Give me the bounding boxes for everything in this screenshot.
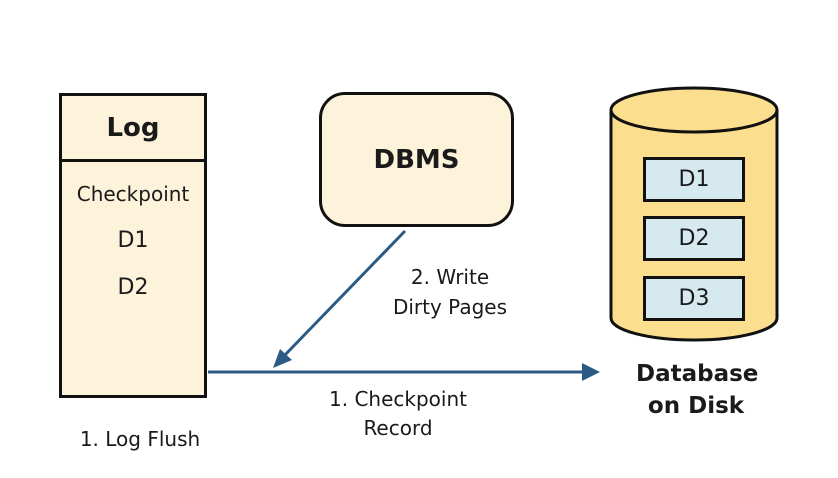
write-label-line2: Dirty Pages — [392, 295, 508, 319]
log-flush-caption: 1. Log Flush — [79, 427, 201, 451]
log-entry-checkpoint: Checkpoint — [76, 182, 190, 206]
db-page-d3: D3 — [643, 276, 745, 321]
checkpoint-arrow — [208, 363, 600, 381]
write-label-line1: 2. Write — [410, 265, 490, 289]
log-entry-d1: D1 — [117, 228, 149, 253]
log-title: Log — [62, 96, 204, 162]
log-box: Log Checkpoint D1 D2 — [59, 93, 207, 398]
checkpoint-label-line1: 1. Checkpoint — [329, 387, 467, 411]
checkpoint-label-line2: Record — [363, 416, 433, 440]
dbms-box: DBMS — [319, 92, 514, 227]
db-page-d1: D1 — [643, 157, 745, 202]
write-dirty-pages-arrow — [273, 229, 407, 368]
log-entry-d2: D2 — [117, 275, 149, 300]
database-caption-line2: on Disk — [647, 393, 745, 419]
db-page-d2: D2 — [643, 216, 745, 261]
database-caption-line1: Database — [636, 361, 759, 387]
